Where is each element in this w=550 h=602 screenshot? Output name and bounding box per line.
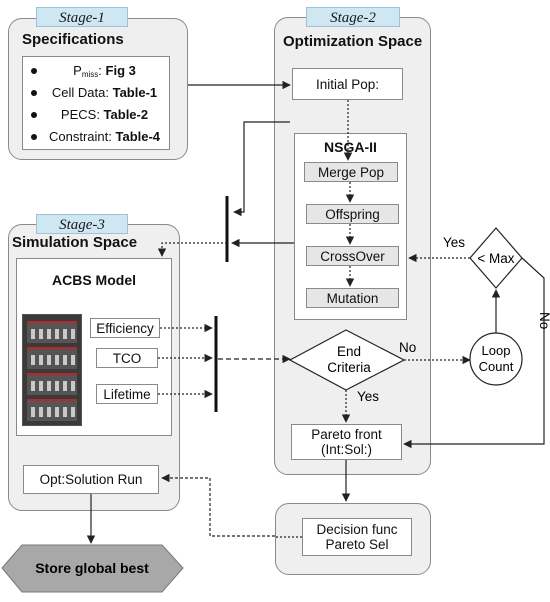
merge-pop-step: Merge Pop [304, 162, 398, 182]
offspring-step: Offspring [306, 204, 399, 224]
spec-label: PECS: [60, 107, 104, 122]
battery-rack-image [22, 314, 82, 426]
pareto-front-label: Pareto front [311, 427, 382, 442]
decision-func-box: Decision func Pareto Sel [302, 518, 412, 556]
spec-ref: Table-2 [103, 107, 149, 122]
mutation-step: Mutation [306, 288, 399, 308]
loop-count-label-2: Count [479, 359, 514, 374]
spec-label: : [98, 63, 106, 78]
specifications-title: Specifications [22, 31, 124, 48]
max-check-label: < Max [477, 251, 514, 266]
pareto-front-sublabel: (Int:Sol:) [320, 442, 372, 457]
spec-item-constraint: Constraint: Table-4 [29, 126, 160, 148]
opt-solution-run-box: Opt:Solution Run [23, 465, 159, 494]
spec-ref: Table-4 [115, 129, 161, 144]
spec-item-pecs: PECS: Table-2 [29, 104, 160, 126]
pareto-front-box: Pareto front (Int:Sol:) [291, 424, 402, 460]
spec-subscript: miss [81, 70, 99, 79]
loop-count-label-1: Loop [482, 343, 511, 358]
max-check-diamond [469, 227, 523, 289]
stage-1-tag: Stage-1 [36, 7, 128, 27]
spec-item-cell-data: Cell Data: Table-1 [29, 82, 160, 104]
spec-ref: Fig 3 [105, 63, 136, 78]
spec-ref: Table-1 [112, 85, 158, 100]
initial-pop-box: Initial Pop: [292, 68, 403, 100]
lifetime-output: Lifetime [96, 384, 158, 404]
spec-item-pmiss: Pmiss: Fig 3 [29, 60, 160, 82]
spec-label: Cell Data: [51, 85, 113, 100]
efficiency-output: Efficiency [90, 318, 160, 338]
loop-count-circle [469, 332, 523, 386]
pareto-sel-label: Pareto Sel [325, 537, 389, 552]
specifications-list-box: Pmiss: Fig 3 Cell Data: Table-1 PECS: Ta… [22, 56, 170, 150]
acbs-model-title: ACBS Model [52, 272, 136, 288]
stage-2-tag: Stage-2 [306, 7, 400, 27]
store-global-best-hexagon [1, 544, 184, 593]
optimization-space-title: Optimization Space [283, 33, 423, 50]
no-label-right: No [537, 312, 550, 329]
crossover-step: CrossOver [306, 246, 399, 266]
stage-3-tag: Stage-3 [36, 214, 128, 234]
simulation-space-title: Simulation Space [12, 234, 138, 251]
yes-label-top: Yes [443, 235, 465, 250]
tco-output: TCO [96, 348, 158, 368]
decision-func-label: Decision func [316, 522, 398, 537]
specifications-list: Pmiss: Fig 3 Cell Data: Table-1 PECS: Ta… [29, 60, 160, 148]
nsga-ii-title: NSGA-II [324, 139, 377, 155]
spec-label: Constraint: [49, 129, 116, 144]
store-global-best-label: Store global best [35, 560, 149, 576]
spec-prefix: P [73, 63, 82, 78]
